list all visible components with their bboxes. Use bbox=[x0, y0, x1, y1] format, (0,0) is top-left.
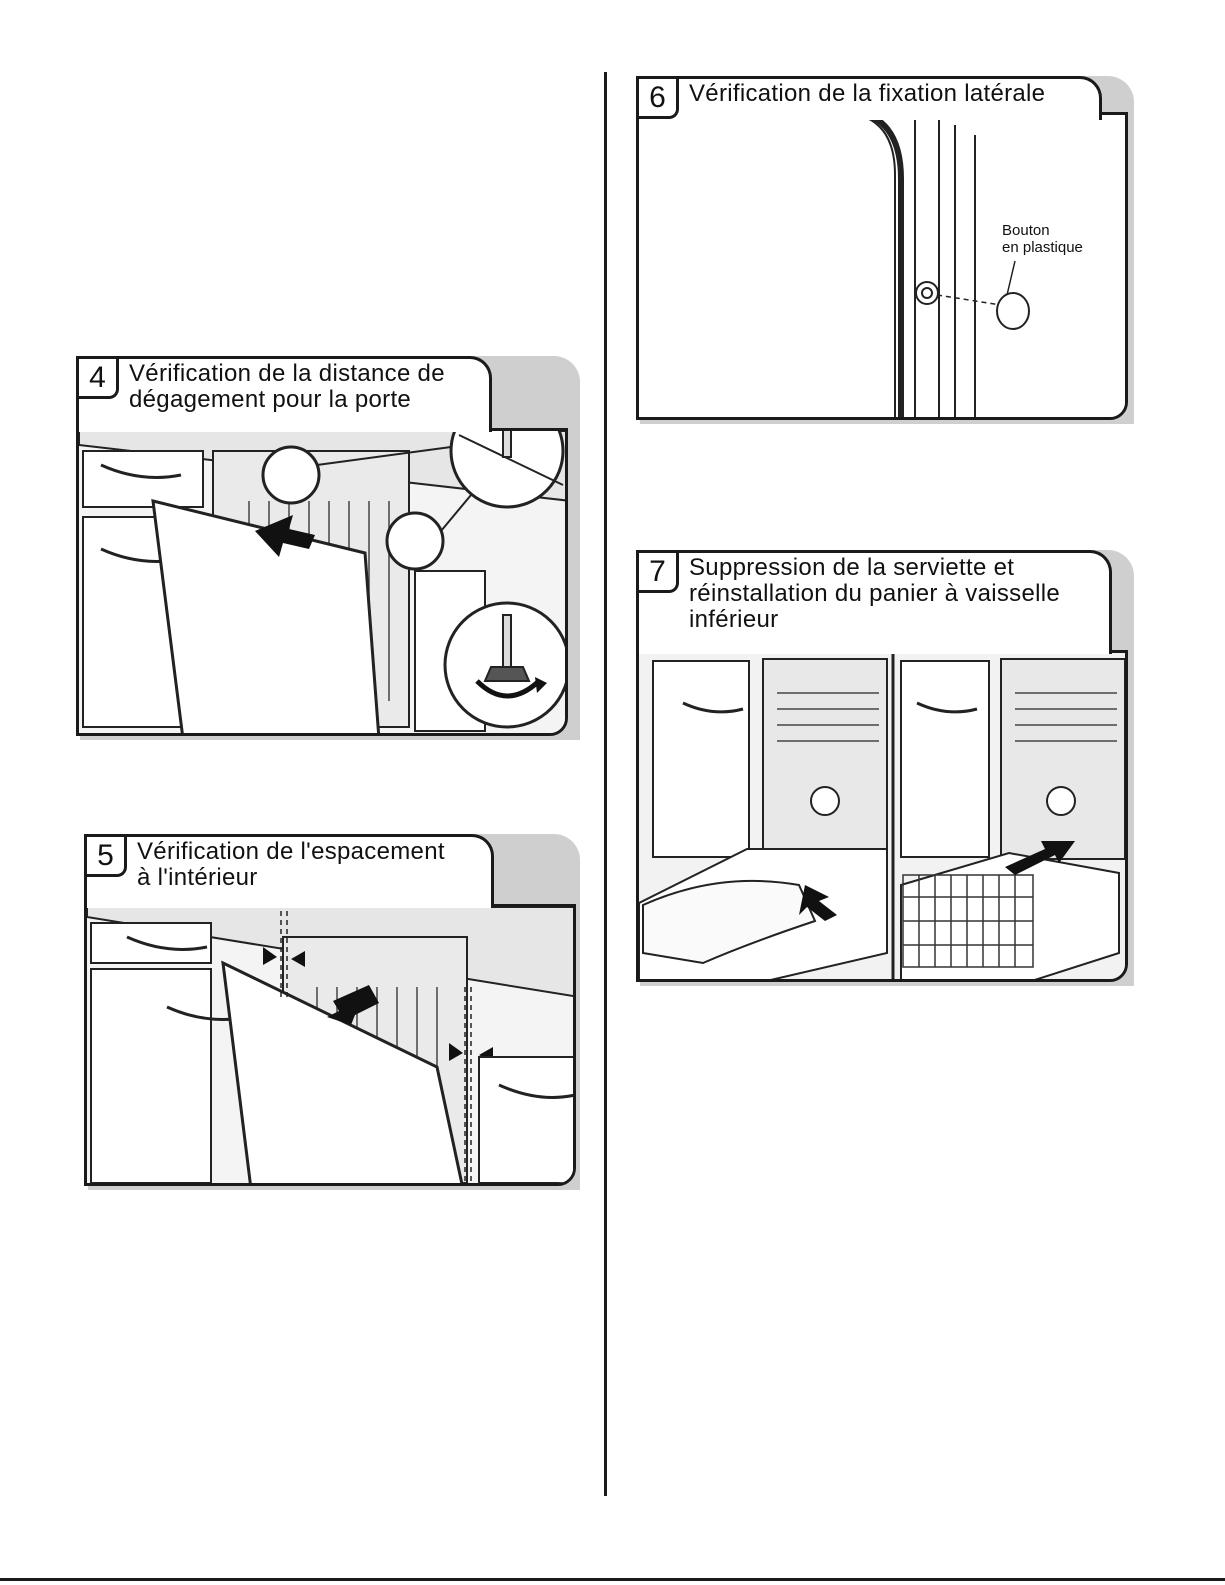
step-6-number: 6 bbox=[639, 79, 679, 119]
step-5-illustration bbox=[84, 904, 576, 1186]
step-4-title: Vérification de la distance de dégagemen… bbox=[129, 361, 445, 413]
step-6: 6 Vérification de la fixation latérale B… bbox=[636, 76, 1138, 424]
step-7-title: Suppression de la serviette et réinstall… bbox=[689, 555, 1060, 633]
step-6-title: Vérification de la fixation latérale bbox=[689, 81, 1045, 107]
step-4: 4 Vérification de la distance de dégagem… bbox=[76, 356, 582, 740]
step-7-illustration bbox=[636, 650, 1128, 982]
step-6-header: 6 Vérification de la fixation latérale bbox=[636, 76, 1102, 120]
page-bottom-rule bbox=[0, 1578, 1225, 1581]
step-4-number: 4 bbox=[79, 359, 119, 399]
step-4-header: 4 Vérification de la distance de dégagem… bbox=[76, 356, 492, 432]
column-divider bbox=[604, 72, 607, 1496]
step-5-title: Vérification de l'espacement à l'intérie… bbox=[137, 839, 445, 891]
step-7-header: 7 Suppression de la serviette et réinsta… bbox=[636, 550, 1112, 654]
side-mount-illustration bbox=[639, 115, 1128, 420]
step-5-number: 5 bbox=[87, 837, 127, 877]
step-5: 5 Vérification de l'espacement à l'intér… bbox=[84, 834, 582, 1190]
door-clearance-illustration bbox=[79, 431, 568, 736]
interior-spacing-illustration bbox=[87, 907, 576, 1186]
towel-and-rack-illustration bbox=[639, 653, 1128, 982]
step-6-illustration bbox=[636, 112, 1128, 420]
step-5-header: 5 Vérification de l'espacement à l'intér… bbox=[84, 834, 494, 908]
step-4-illustration bbox=[76, 428, 568, 736]
step-7-number: 7 bbox=[639, 553, 679, 593]
step-7: 7 Suppression de la serviette et réinsta… bbox=[636, 550, 1138, 986]
plastic-button-callout: Bouton en plastique bbox=[1002, 222, 1083, 256]
